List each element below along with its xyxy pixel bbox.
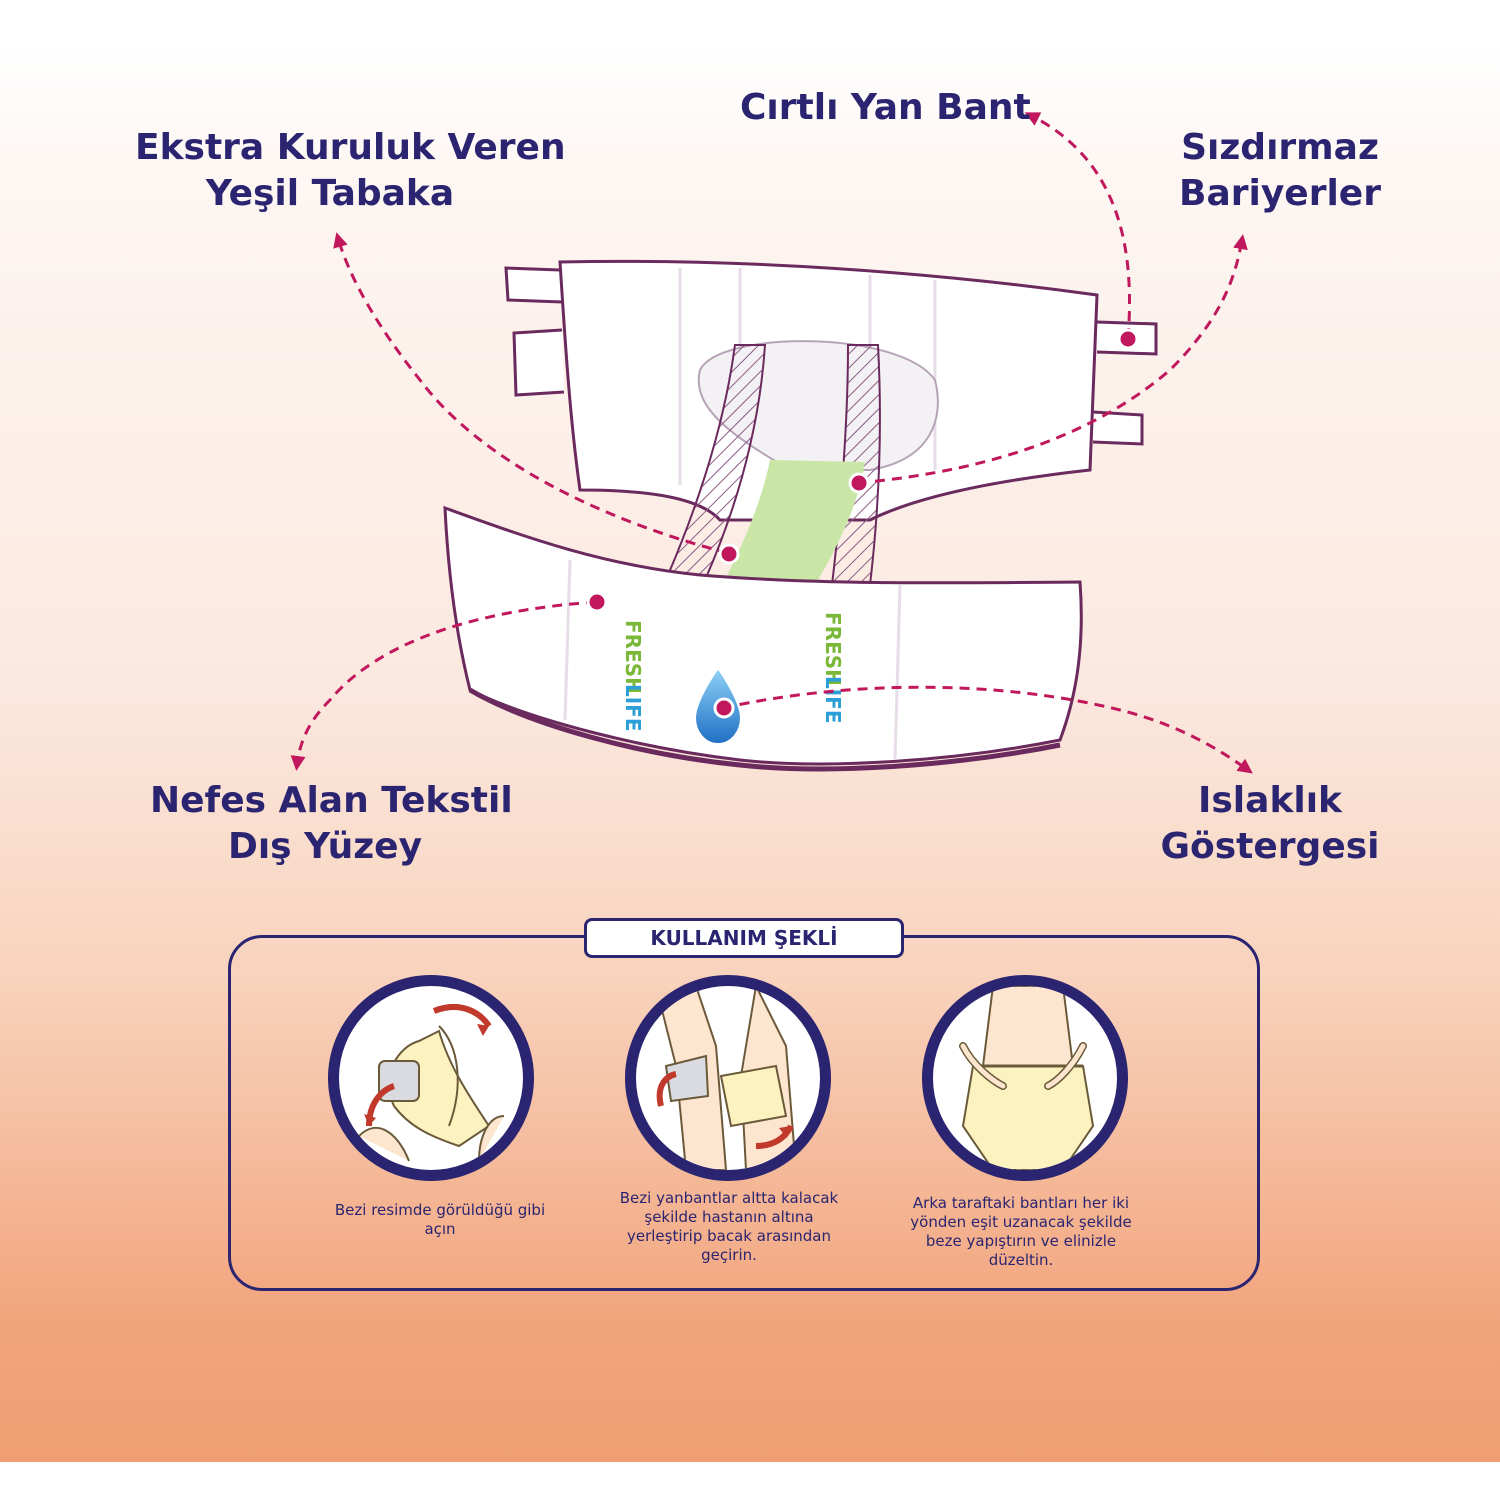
callout-dot-green-layer xyxy=(718,543,740,565)
step-1-text: Bezi resimde görüldüğü gibi açın xyxy=(334,1201,546,1238)
svg-text:LIFE: LIFE xyxy=(821,676,845,724)
callout-side-tape xyxy=(1024,112,1131,339)
svg-text:LIFE: LIFE xyxy=(621,684,645,732)
step-2-text: Bezi yanbantlar altta kalacak şekilde ha… xyxy=(619,1189,839,1264)
brand-logo-right: FRESH LIFE xyxy=(821,612,845,724)
brand-logo-left: FRESH LIFE xyxy=(621,620,645,732)
label-wetness: Islaklık Göstergesi xyxy=(1160,780,1380,867)
left-side-tapes xyxy=(504,266,565,397)
step-3-illustration xyxy=(922,975,1128,1181)
callout-dot-wetness xyxy=(713,697,735,719)
green-core xyxy=(725,460,865,585)
step-1-illustration xyxy=(328,975,534,1181)
usage-title: KULLANIM ŞEKLİ xyxy=(584,918,904,958)
top-margin xyxy=(0,0,1500,36)
callout-dot-barriers xyxy=(848,472,870,494)
callout-textile xyxy=(290,600,597,771)
diaper-illustration: FRESH LIFE FRESH LIFE xyxy=(290,112,1253,774)
svg-text:FRESH: FRESH xyxy=(821,612,845,686)
label-barriers: Sızdırmaz Bariyerler xyxy=(1179,127,1381,214)
callout-barriers xyxy=(857,234,1248,485)
label-textile: Nefes Alan Tekstil Dış Yüzey xyxy=(150,780,513,867)
label-side-tape: Cırtlı Yan Bant xyxy=(740,87,1031,128)
bottom-margin xyxy=(0,1462,1500,1500)
svg-text:FRESH: FRESH xyxy=(621,620,645,694)
label-green-layer: Ekstra Kuruluk Veren Yeşil Tabaka xyxy=(135,127,566,214)
callout-green-layer xyxy=(333,232,729,555)
callout-dot-side-tape xyxy=(1117,328,1139,350)
step-2-illustration xyxy=(625,975,831,1181)
step-3-text: Arka taraftaki bantları her iki yönden e… xyxy=(910,1194,1132,1269)
callout-dot-textile xyxy=(586,591,608,613)
